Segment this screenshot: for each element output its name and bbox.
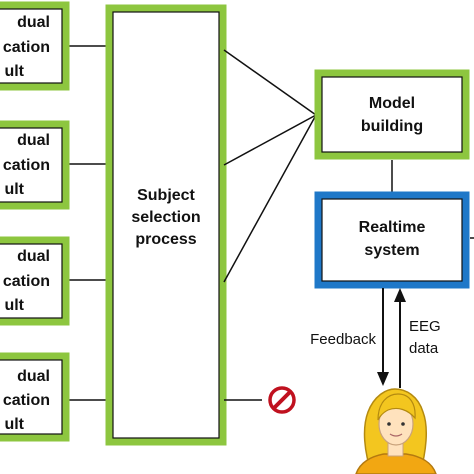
left-box: dual cation ult	[0, 352, 70, 442]
left-box: dual cation ult	[0, 120, 70, 210]
left-connectors	[68, 45, 107, 401]
left-box-line: ult	[4, 416, 24, 433]
subject-selection-label: selection	[131, 209, 200, 226]
left-box-line: dual	[17, 132, 50, 149]
realtime-system-label: Realtime	[359, 219, 426, 236]
left-box: dual cation ult	[0, 236, 70, 326]
no-entry-icon	[268, 386, 296, 414]
left-box-line: ult	[4, 63, 24, 80]
left-box-line: ult	[4, 297, 24, 314]
selection-to-model-connectors	[223, 49, 317, 401]
realtime-system-box: Realtime system	[314, 191, 470, 289]
left-box-line: ult	[4, 181, 24, 198]
eeg-data-arrow	[394, 288, 406, 388]
left-box-line: cation	[3, 392, 50, 409]
model-building-box: Model building	[314, 69, 470, 160]
subject-selection-label: process	[135, 231, 196, 248]
left-box-line: cation	[3, 157, 50, 174]
connector-line	[223, 114, 317, 166]
connector-line	[223, 114, 317, 283]
eeg-label: data	[409, 340, 439, 357]
left-box-line: cation	[3, 273, 50, 290]
left-box-line: dual	[17, 248, 50, 265]
user-avatar-icon	[355, 388, 437, 474]
model-building-label: building	[361, 118, 423, 135]
model-building-label: Model	[369, 95, 415, 112]
left-box-line: dual	[17, 14, 50, 31]
connector-line	[223, 49, 317, 116]
feedback-label: Feedback	[310, 331, 376, 348]
subject-selection-label: Subject	[137, 187, 195, 204]
left-box-line: dual	[17, 368, 50, 385]
subject-selection-box: Subject selection process	[105, 4, 227, 446]
eeg-label: EEG	[409, 318, 441, 335]
left-box: dual cation ult	[0, 1, 70, 91]
realtime-system-label: system	[364, 242, 419, 259]
feedback-arrow	[377, 288, 389, 386]
left-box-line: cation	[3, 39, 50, 56]
